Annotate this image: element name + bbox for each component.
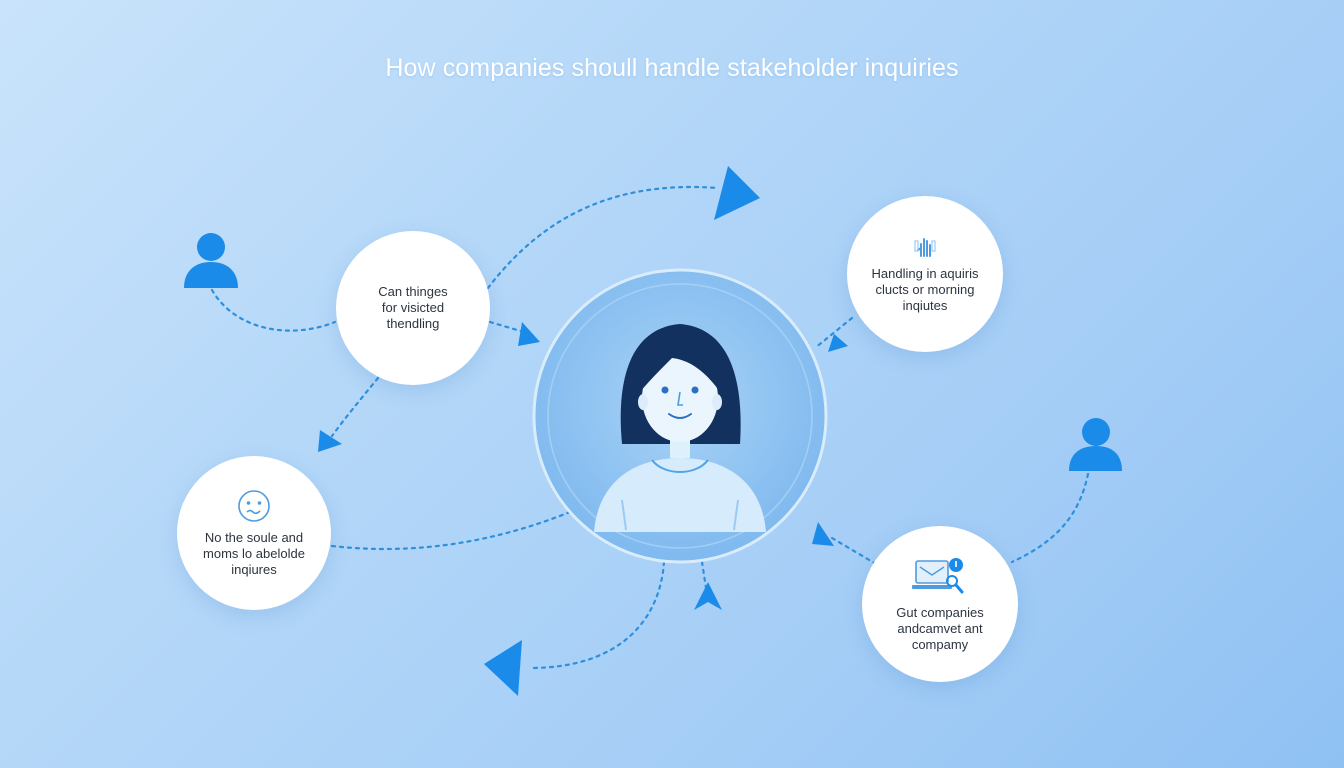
arrow-head-top: [714, 166, 760, 220]
node-top-left: Can thinges for visicted thendling: [336, 231, 490, 385]
connector-arrow-up-stem: [700, 560, 708, 590]
arrow-head-bottom-left: [484, 640, 522, 696]
woman-avatar-icon: [594, 324, 766, 532]
arrow-head-to-bottomleft: [318, 430, 342, 452]
person-icon: [1069, 418, 1122, 471]
node-bottom-left-label: No the soule and moms lo abelolde inqiur…: [203, 530, 305, 577]
connector-person-to-bottomright: [1010, 472, 1090, 564]
connector-topleft-to-bottomleft: [330, 376, 380, 438]
node-bottom-right: Gut companies andcamvet ant compamy: [862, 526, 1018, 682]
connector-bottomleft-to-center: [330, 510, 572, 551]
node-top-right: Handling in aquiris clucts or morning in…: [847, 196, 1003, 352]
hand-gesture-icon: [914, 238, 936, 257]
arrow-head-topright-to-center: [828, 334, 848, 352]
connector-person-to-topleft: [210, 288, 337, 332]
connector-topleft-to-arrow-top: [486, 185, 720, 290]
node-bottom-right-label: Gut companies andcamvet ant compamy: [896, 605, 984, 652]
person-icon: [184, 233, 238, 288]
connector-bottomright-to-center: [830, 536, 878, 566]
arrow-head-up: [694, 582, 722, 610]
arrow-head-topleft-to-center: [518, 322, 540, 346]
arrow-head-bottomright-to-center: [812, 522, 834, 546]
node-top-right-label: Handling in aquiris clucts or morning in…: [871, 266, 979, 313]
connector-center-down-left: [528, 560, 666, 670]
smiley-face-icon: [238, 490, 270, 522]
diagram-title: How companies shoull handle stakeholder …: [385, 54, 959, 82]
center-avatar: [532, 268, 828, 564]
connector-topleft-to-center: [488, 320, 526, 334]
connector-topright-to-center: [813, 316, 854, 350]
node-top-left-label: Can thinges for visicted thendling: [378, 284, 448, 331]
node-bottom-left: No the soule and moms lo abelolde inqiur…: [177, 456, 331, 610]
laptop-search-icon: [912, 558, 964, 594]
